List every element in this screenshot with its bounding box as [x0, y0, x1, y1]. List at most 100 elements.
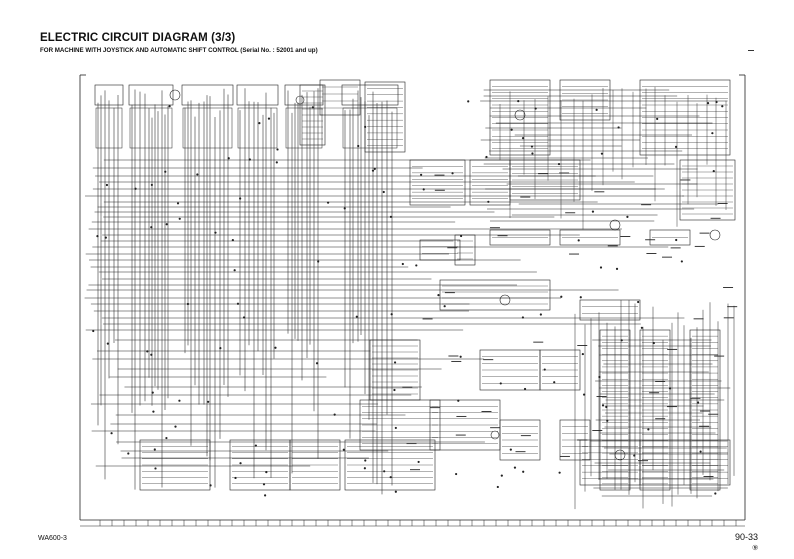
component-box	[679, 159, 736, 221]
junction-dot	[460, 234, 463, 238]
component-box	[181, 84, 234, 106]
junction-dot	[389, 476, 392, 479]
junction-dot	[207, 400, 210, 403]
junction-dot	[264, 494, 267, 497]
junction-dot	[239, 462, 242, 465]
junction-dot	[605, 405, 608, 409]
page-number: 90-33	[735, 532, 759, 542]
junction-dot	[394, 426, 397, 430]
junction-dot	[275, 161, 278, 164]
junction-dot	[274, 346, 277, 349]
junction-dot	[721, 105, 724, 108]
junction-dot	[357, 144, 360, 148]
component-box	[539, 349, 581, 391]
junction-dot	[615, 267, 619, 270]
junction-dot	[521, 137, 525, 140]
junction-dot	[522, 470, 525, 473]
component-box	[95, 107, 123, 149]
component-box	[439, 279, 551, 311]
component-box	[559, 79, 611, 121]
junction-dot	[364, 125, 367, 128]
junction-dot	[510, 128, 513, 131]
junction-dot	[231, 238, 234, 242]
junction-dot	[258, 122, 261, 125]
junction-dot	[668, 387, 672, 390]
junction-dot	[265, 471, 268, 474]
junction-dot	[420, 173, 423, 176]
component-box	[289, 439, 341, 491]
junction-dot	[581, 352, 584, 356]
component-box	[489, 79, 551, 156]
junction-dot	[153, 448, 156, 451]
junction-dot	[393, 388, 396, 392]
component-box	[639, 79, 731, 156]
junction-dot	[531, 152, 534, 155]
junction-dot	[521, 316, 525, 319]
junction-dot	[165, 436, 168, 440]
junction-dot	[637, 300, 640, 304]
junction-dot	[164, 170, 167, 173]
corner-mark	[748, 50, 754, 51]
junction-dot	[371, 169, 375, 172]
junction-dot	[105, 183, 109, 187]
component-box	[469, 159, 511, 206]
component-symbol	[295, 95, 305, 105]
junction-dot	[276, 148, 279, 151]
junction-dot	[355, 315, 358, 318]
junction-dot	[134, 187, 137, 190]
junction-dot	[601, 404, 605, 407]
component-box	[128, 84, 174, 106]
junction-dot	[600, 152, 604, 155]
junction-dot	[517, 100, 520, 103]
junction-dot	[343, 207, 346, 210]
junction-dot	[599, 266, 603, 269]
junction-dot	[656, 117, 659, 120]
junction-dot	[534, 107, 537, 110]
page-title: ELECTRIC CIRCUIT DIAGRAM (3/3)	[40, 32, 236, 44]
junction-dot	[106, 342, 109, 345]
junction-dot	[96, 234, 99, 238]
component-box	[341, 84, 399, 106]
junction-dot	[152, 410, 155, 413]
junction-dot	[500, 474, 503, 477]
junction-dot	[487, 200, 490, 203]
component-box	[489, 229, 551, 246]
junction-dot	[675, 238, 678, 242]
junction-dot	[214, 231, 217, 234]
junction-dot	[417, 460, 420, 464]
junction-dot	[236, 302, 240, 305]
junction-dot	[606, 419, 609, 422]
junction-dot	[539, 313, 542, 316]
junction-dot	[457, 399, 460, 402]
component-box	[182, 107, 233, 149]
junction-dot	[390, 313, 393, 316]
junction-dot	[699, 450, 702, 453]
component-box	[639, 329, 671, 491]
junction-dot	[110, 432, 113, 435]
junction-dot	[415, 264, 418, 267]
junction-dot	[674, 145, 678, 148]
junction-dot	[333, 413, 336, 416]
junction-dot	[342, 448, 345, 451]
junction-dot	[178, 399, 181, 402]
junction-dot	[254, 444, 257, 447]
junction-dot	[104, 236, 107, 239]
junction-dot	[711, 132, 714, 135]
junction-dot	[248, 158, 251, 161]
component-symbol	[614, 449, 626, 461]
junction-dot	[311, 106, 314, 109]
junction-dot	[154, 467, 157, 470]
component-box	[284, 84, 324, 106]
junction-dot	[617, 126, 620, 129]
component-box	[499, 419, 541, 461]
junction-dot	[382, 190, 385, 194]
junction-dot	[383, 470, 386, 473]
junction-dot	[647, 428, 650, 431]
junction-dot	[591, 210, 595, 213]
junction-dot	[560, 295, 563, 298]
component-box	[579, 299, 641, 321]
junction-dot	[363, 467, 366, 470]
junction-dot	[680, 260, 683, 263]
